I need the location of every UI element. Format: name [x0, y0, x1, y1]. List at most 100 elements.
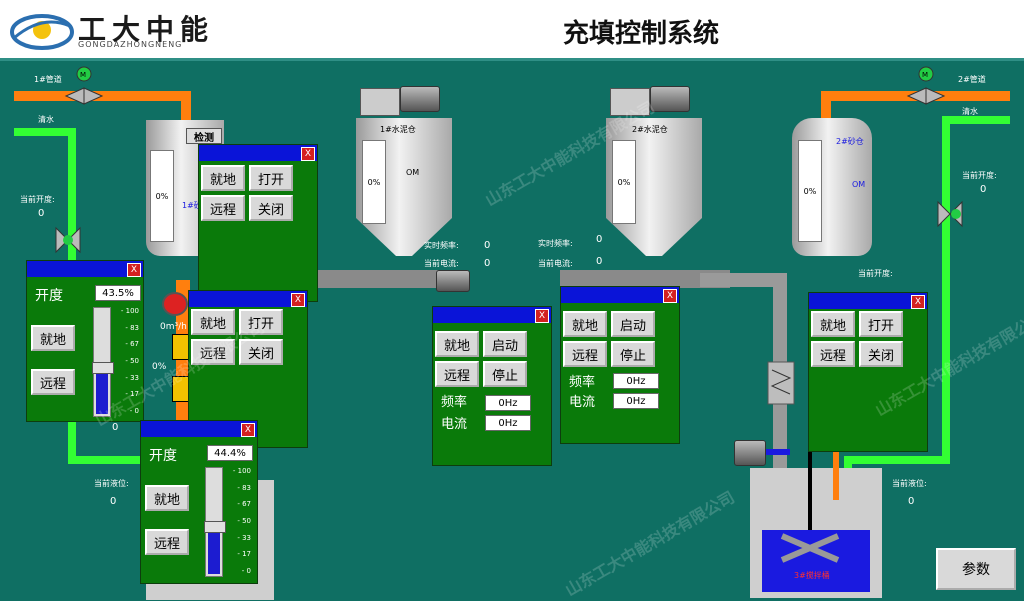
scale-tick: - 100: [120, 307, 139, 315]
slider-fill: [96, 367, 108, 414]
close-icon[interactable]: X: [301, 147, 315, 161]
params-button[interactable]: 参数: [936, 548, 1016, 590]
water-right-label: 清水: [962, 107, 978, 116]
valve-1-icon[interactable]: M: [62, 66, 106, 110]
stop-button[interactable]: 停止: [611, 341, 655, 367]
open-button[interactable]: 打开: [249, 165, 293, 191]
panel-titlebar: X: [189, 291, 307, 307]
panel-titlebar: X: [27, 261, 143, 277]
panel-titlebar: X: [199, 145, 317, 161]
pct-value: 0%: [152, 362, 167, 372]
local-button[interactable]: 就地: [201, 165, 245, 191]
opening-readout: 44.4%: [207, 445, 253, 461]
close-icon[interactable]: X: [291, 293, 305, 307]
valve-2-icon[interactable]: M: [904, 66, 948, 110]
cur-open-right-value: 0: [980, 184, 987, 195]
remote-button[interactable]: 远程: [563, 341, 607, 367]
scale-tick: - 83: [237, 483, 251, 492]
close-icon[interactable]: X: [663, 289, 677, 303]
slider-knob[interactable]: [92, 361, 114, 374]
page-title: 充填控制系统: [562, 18, 719, 49]
close-icon[interactable]: X: [127, 263, 141, 277]
water-valve-left-icon[interactable]: [52, 226, 82, 254]
scale-tick: - 83: [125, 323, 139, 332]
cur-1-value: 0: [484, 258, 491, 269]
heater-element: [767, 361, 795, 405]
scale-tick: - 33: [125, 373, 139, 382]
screw-conveyor-1: [318, 270, 468, 288]
panel-titlebar: X: [561, 287, 679, 303]
pump-icon[interactable]: [162, 292, 188, 316]
current-readout: 0Hz: [613, 393, 659, 409]
silo-2-hopper: [610, 88, 650, 116]
opening-label: 开度: [149, 448, 177, 464]
opening-slider[interactable]: [92, 307, 114, 417]
close-button[interactable]: 关闭: [859, 341, 903, 367]
local-button[interactable]: 就地: [811, 311, 855, 337]
scale-tick: - 17: [125, 390, 139, 399]
cement-silo-1-level: 0%: [362, 140, 386, 224]
scale-tick: - 100: [232, 467, 251, 475]
local-button[interactable]: 就地: [191, 309, 235, 335]
stop-button[interactable]: 停止: [483, 361, 527, 387]
zero-value: 0: [112, 422, 119, 433]
panel-titlebar: X: [809, 293, 927, 309]
motor-icon: [400, 86, 440, 112]
close-button[interactable]: 关闭: [239, 339, 283, 365]
freq-2-label: 实时频率:: [538, 239, 573, 248]
remote-button[interactable]: 远程: [201, 195, 245, 221]
cur-open-left-value: 0: [38, 208, 45, 219]
panel-titlebar: X: [141, 421, 257, 437]
remote-button[interactable]: 远程: [191, 339, 235, 365]
close-button[interactable]: 关闭: [249, 195, 293, 221]
open-button[interactable]: 打开: [239, 309, 283, 335]
freq-1-label: 实时频率:: [424, 241, 459, 250]
start-button[interactable]: 启动: [611, 311, 655, 337]
sand-silo-2-om: OM: [852, 180, 866, 189]
close-icon[interactable]: X: [535, 309, 549, 323]
current-label: 电流: [569, 395, 596, 410]
remote-button[interactable]: 远程: [811, 341, 855, 367]
sand-2-control-panel: X 就地 打开 远程 关闭: [808, 292, 928, 452]
mixer-motor-icon: [734, 440, 766, 466]
scale-tick: - 17: [237, 550, 251, 559]
flow-value: 0m³/h: [160, 322, 187, 332]
remote-button[interactable]: 远程: [435, 361, 479, 387]
header-divider: [0, 58, 1024, 61]
slider-knob[interactable]: [204, 520, 226, 533]
local-button[interactable]: 就地: [435, 331, 479, 357]
cur-level-right-label: 当前液位:: [892, 479, 927, 488]
remote-button[interactable]: 远程: [145, 529, 189, 555]
scale-tick: - 67: [125, 340, 139, 349]
water-left-label: 清水: [38, 115, 54, 124]
slider-fill: [208, 526, 220, 574]
current-label: 电流: [441, 417, 468, 432]
cur-open-right-label: 当前开度:: [962, 171, 997, 180]
local-button[interactable]: 就地: [563, 311, 607, 337]
cur-2-value: 0: [596, 256, 603, 267]
close-icon[interactable]: X: [911, 295, 925, 309]
cur-level-value: 0: [110, 496, 117, 507]
start-button[interactable]: 启动: [483, 331, 527, 357]
water-valve-right-icon[interactable]: [934, 200, 964, 228]
local-button[interactable]: 就地: [145, 485, 189, 511]
local-button[interactable]: 就地: [31, 325, 75, 351]
close-icon[interactable]: X: [241, 423, 255, 437]
freq-label: 频率: [441, 395, 468, 410]
sand-1-control-panel: X 就地 打开 远程 关闭: [198, 144, 318, 302]
logo-text-en: GONGDAZHONGNENG: [78, 40, 183, 49]
pipe-2-orange: [821, 91, 1010, 120]
freq-2-value: 0: [596, 234, 603, 245]
header-bar: [0, 0, 1024, 60]
freq-1-value: 0: [484, 240, 491, 251]
remote-button[interactable]: 远程: [31, 369, 75, 395]
mixer-label: 3#搅拌桶: [794, 571, 830, 580]
cement-silo-1-label: 1#水泥仓: [380, 125, 416, 134]
open-button[interactable]: 打开: [859, 311, 903, 337]
opening-slider[interactable]: [204, 467, 226, 577]
cement-silo-1-om: OM: [406, 168, 420, 177]
current-readout: 0Hz: [485, 415, 531, 431]
cur-1-label: 当前电流:: [424, 259, 459, 268]
scale-tick: - 67: [237, 500, 251, 509]
cur-2-label: 当前电流:: [538, 259, 573, 268]
